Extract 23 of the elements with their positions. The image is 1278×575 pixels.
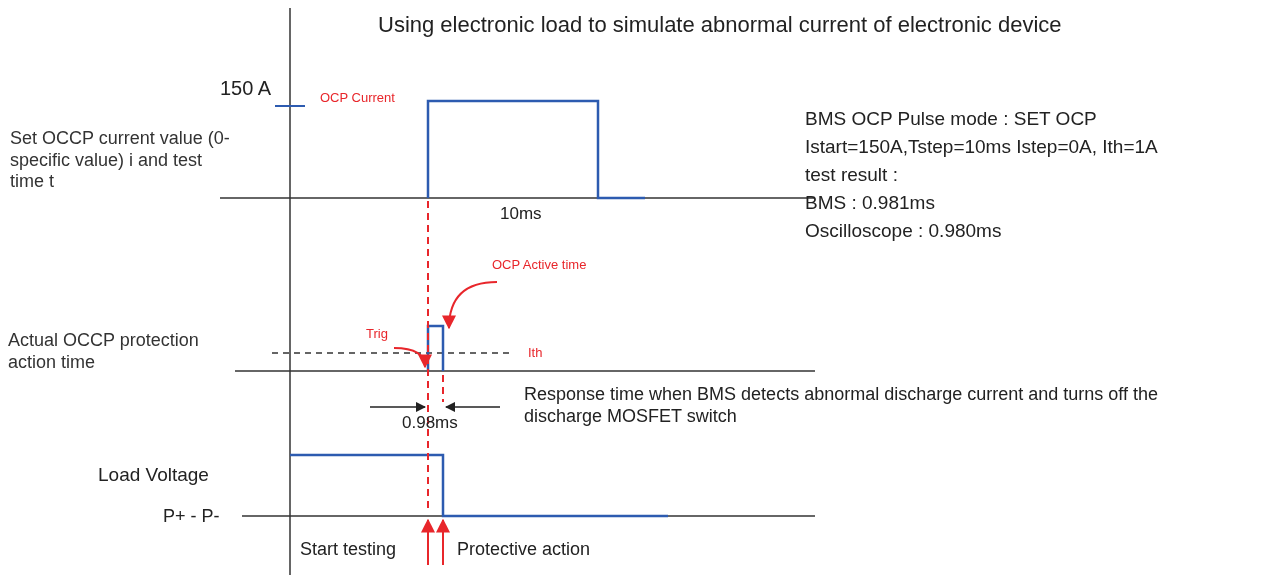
threshold-label: Ith (528, 345, 543, 361)
pointer-arrow (393, 347, 432, 369)
note: Response time when BMS detects abnormal discharge current and turns off the discharge MOSFET switch (524, 384, 1159, 428)
signal-name: P+ - P- (163, 506, 220, 528)
event-label: Start testing (300, 539, 397, 561)
setting-text: Istart=150A,Tstep=10ms Istep=0A, Ith=1A (805, 136, 1158, 159)
dimension-label: 0.98ms (402, 413, 458, 434)
signal-label: OCP Current (320, 90, 395, 106)
duration-label: 10ms (500, 204, 542, 225)
setting-text: BMS OCP Pulse mode : SET OCP (805, 108, 1097, 131)
title: Using electronic load to simulate abnormal current of electronic device (378, 12, 1062, 39)
signal-description: Actual OCCP protection action time (8, 330, 200, 374)
signal-name: Load Voltage (98, 464, 209, 487)
result-text: test result : (805, 164, 898, 187)
event-label: Protective action (457, 539, 591, 561)
axis-value: 150 A (220, 76, 272, 100)
signal-description: Set OCCP current value (0-specific value) i and test time t (10, 128, 231, 193)
callout-text: OCP Active time (492, 257, 587, 273)
result-text: Oscilloscope : 0.980ms (805, 220, 1002, 243)
result-text: BMS : 0.981ms (805, 192, 935, 215)
pointer-arrow (442, 281, 498, 330)
protection-pulse-waveform (426, 324, 445, 371)
callout-text: Trig (366, 326, 388, 342)
